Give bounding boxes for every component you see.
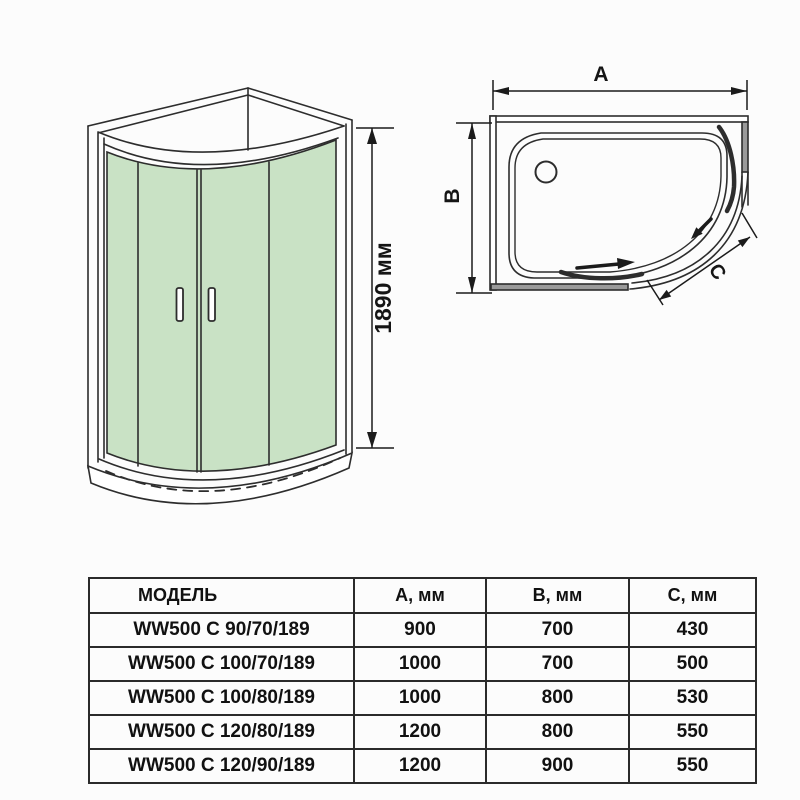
width-dimension: A [492,63,748,110]
shower-3d-view [86,87,354,505]
top-rim-inner [103,137,339,166]
table-row: WW500 C 90/70/189 900 700 430 [88,612,757,648]
door-track-outer-curves [629,171,749,290]
header-a-mm: А, мм [353,577,487,614]
arrow-open-right-head [617,258,635,269]
sliding-door-arc-bottom [558,269,645,281]
a-cell: 900 [353,612,487,648]
height-dim-arrow-up [367,128,377,144]
height-dim-arrow-down [367,432,377,448]
right-frame-profile [345,119,353,455]
header-model: МОДЕЛЬ [88,577,355,614]
sliding-door-arc-right [716,124,737,214]
model-cell: WW500 C 100/70/189 [88,646,355,682]
tray-apron [86,451,354,505]
width-dim-arrow-left [493,87,509,95]
a-cell: 1200 [353,748,487,784]
tray-rim-inner [514,138,722,273]
b-cell: 900 [485,748,630,784]
dimensions-table: МОДЕЛЬ А, мм В, мм С, мм WW500 C 90/70/1… [88,577,757,784]
c-cell: 530 [628,680,757,716]
arrow-open-left-shaft [698,217,713,232]
plan-left-frame [489,115,497,291]
height-dimension: 1890 мм [356,127,396,449]
back-left-wall-inner [97,94,249,463]
b-cell: 700 [485,646,630,682]
header-c-mm: С, мм [628,577,757,614]
c-cell: 430 [628,612,757,648]
table-row: WW500 C 100/70/189 1000 700 500 [88,646,757,682]
table-row: WW500 C 120/80/189 1200 800 550 [88,714,757,750]
curve-dimension-label: C [704,260,730,284]
width-dim-ext-lines [492,80,748,110]
c-cell: 550 [628,714,757,750]
tray-rim-outer [508,132,728,279]
door-handle-right [207,287,216,322]
technical-drawing: 1890 мм [86,63,758,505]
model-cell: WW500 C 100/80/189 [88,680,355,716]
curve-dim-ticks [646,212,758,306]
b-cell: 800 [485,680,630,716]
height-dimension-label: 1890 мм [370,242,396,334]
plan-view [489,115,749,291]
a-cell: 1000 [353,680,487,716]
back-right-wall-top [247,87,353,127]
depth-dim-arrow-up [468,123,476,139]
plan-right-frame [741,121,749,173]
plan-bottom-frame [490,283,629,291]
model-cell: WW500 C 90/70/189 [88,612,355,648]
door-direction-arrows [575,217,713,270]
a-cell: 1200 [353,714,487,750]
curve-dim-arrow-high [737,237,750,248]
plan-top-frame [489,115,749,123]
table-row: WW500 C 100/80/189 1000 800 530 [88,680,757,716]
curve-dim-line [658,236,751,301]
depth-dim-arrow-down [468,277,476,293]
depth-dimension-label: B [441,188,464,203]
curve-dim-arrow-low [659,289,672,300]
width-dimension-label: A [593,63,608,86]
door-handle-left [175,287,184,322]
model-cell: WW500 C 120/80/189 [88,714,355,750]
model-cell: WW500 C 120/90/189 [88,748,355,784]
width-dim-arrow-right [731,87,747,95]
depth-dim-ticks [456,122,492,294]
arrow-open-left-head [691,227,703,239]
height-dim-ticks [356,127,394,449]
door-gap-lines [196,169,202,473]
depth-dimension: B [441,122,492,294]
a-cell: 1000 [353,646,487,682]
glass-front-panel [106,138,337,472]
drain-circle [534,160,558,184]
arrow-open-right-shaft [575,262,621,270]
b-cell: 700 [485,612,630,648]
back-left-wall-top [87,87,249,127]
header-b-mm: В, мм [485,577,630,614]
c-cell: 500 [628,646,757,682]
table-row: WW500 C 120/90/189 1200 900 550 [88,748,757,784]
table-header-row: МОДЕЛЬ А, мм В, мм С, мм [88,577,757,614]
tray-dashed-curve [105,457,341,493]
c-cell: 550 [628,748,757,784]
b-cell: 800 [485,714,630,750]
bottom-track-curve [98,449,345,481]
top-rim-outer [97,125,345,153]
